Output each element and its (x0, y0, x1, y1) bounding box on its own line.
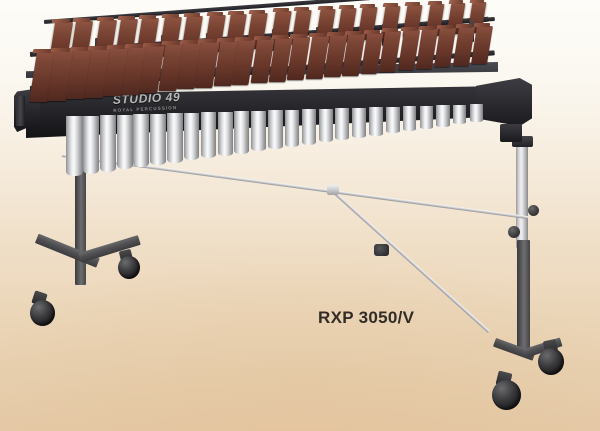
resonator-tube (200, 112, 216, 158)
resonator-tube (419, 105, 433, 129)
resonator-tube (453, 104, 467, 125)
resonator-tube (369, 107, 383, 136)
natural-bar-top-face (124, 43, 144, 48)
natural-bar-top-face (308, 32, 326, 37)
brace-clamp-fitting (374, 244, 389, 256)
natural-bar-top-face (106, 44, 126, 49)
caster-wheel-front-left (30, 300, 55, 326)
right-post-collar (512, 136, 533, 147)
natural-bar-top-face (161, 41, 180, 46)
natural-bar-top-face (179, 40, 199, 45)
resonator-tube (150, 113, 166, 165)
resonator-tube (167, 113, 183, 163)
natural-bar-top-face (418, 26, 436, 31)
natural-bar-top-face (345, 30, 363, 35)
right-post-upper-silver (516, 143, 528, 248)
natural-bar-top-face (234, 37, 253, 42)
natural-bar-top-face (87, 45, 108, 50)
caster-wheel-front-right (492, 380, 521, 410)
natural-bar-top-face (69, 46, 89, 51)
frame-left-corner-post (16, 96, 25, 126)
resonator-tube (133, 114, 150, 167)
natural-bar-top-face (216, 38, 235, 43)
caster-wheel-rear-right (538, 348, 564, 375)
natural-bar-top-face (32, 49, 53, 53)
resonator-tube (402, 106, 417, 131)
resonator-tube (268, 110, 283, 149)
natural-bar-top-face (381, 28, 399, 33)
natural-bar-top-face (198, 39, 217, 44)
resonator-tube (335, 108, 350, 140)
resonator-tube (183, 112, 200, 161)
natural-bar-top-face (363, 29, 381, 34)
resonator-tube (116, 114, 133, 170)
natural-bar-top-face (271, 34, 290, 39)
brace-joint-fitting (327, 185, 339, 195)
resonator-tube (66, 116, 83, 176)
resonator-tube (251, 110, 267, 152)
natural-bar-top-face (436, 25, 454, 30)
resonator-tube (470, 104, 483, 122)
resonator-tube (99, 115, 116, 172)
left-vertical-post (75, 150, 86, 285)
natural-bar-top-face (253, 36, 272, 40)
right-post-lower-dark (517, 240, 530, 355)
model-label: RXP 3050/V (318, 308, 415, 327)
resonator-tube (318, 108, 333, 143)
resonator-tube (301, 109, 317, 145)
resonator-tube (284, 109, 300, 147)
caster-wheel-rear-left (118, 256, 140, 279)
natural-bar-top-face (473, 23, 490, 27)
natural-bar-top-face (326, 31, 344, 36)
resonator-tube (385, 106, 400, 134)
natural-bar-top-face (51, 47, 71, 52)
natural-bar-top-face (289, 33, 308, 38)
height-adjust-knob-lower (508, 226, 520, 238)
frame-right-clamp (500, 124, 522, 142)
frame-right-end-block (476, 78, 532, 127)
resonator-tube (217, 111, 233, 156)
resonator-tube (234, 111, 250, 154)
natural-bar-top-face (455, 24, 472, 29)
resonator-tube (436, 105, 450, 127)
resonator-tube (82, 115, 100, 174)
natural-bar (470, 26, 493, 64)
resonator-tube (352, 107, 367, 138)
natural-bar-top-face (400, 27, 417, 32)
natural-bar-top-face (142, 42, 162, 47)
height-adjust-knob-upper (528, 205, 539, 216)
